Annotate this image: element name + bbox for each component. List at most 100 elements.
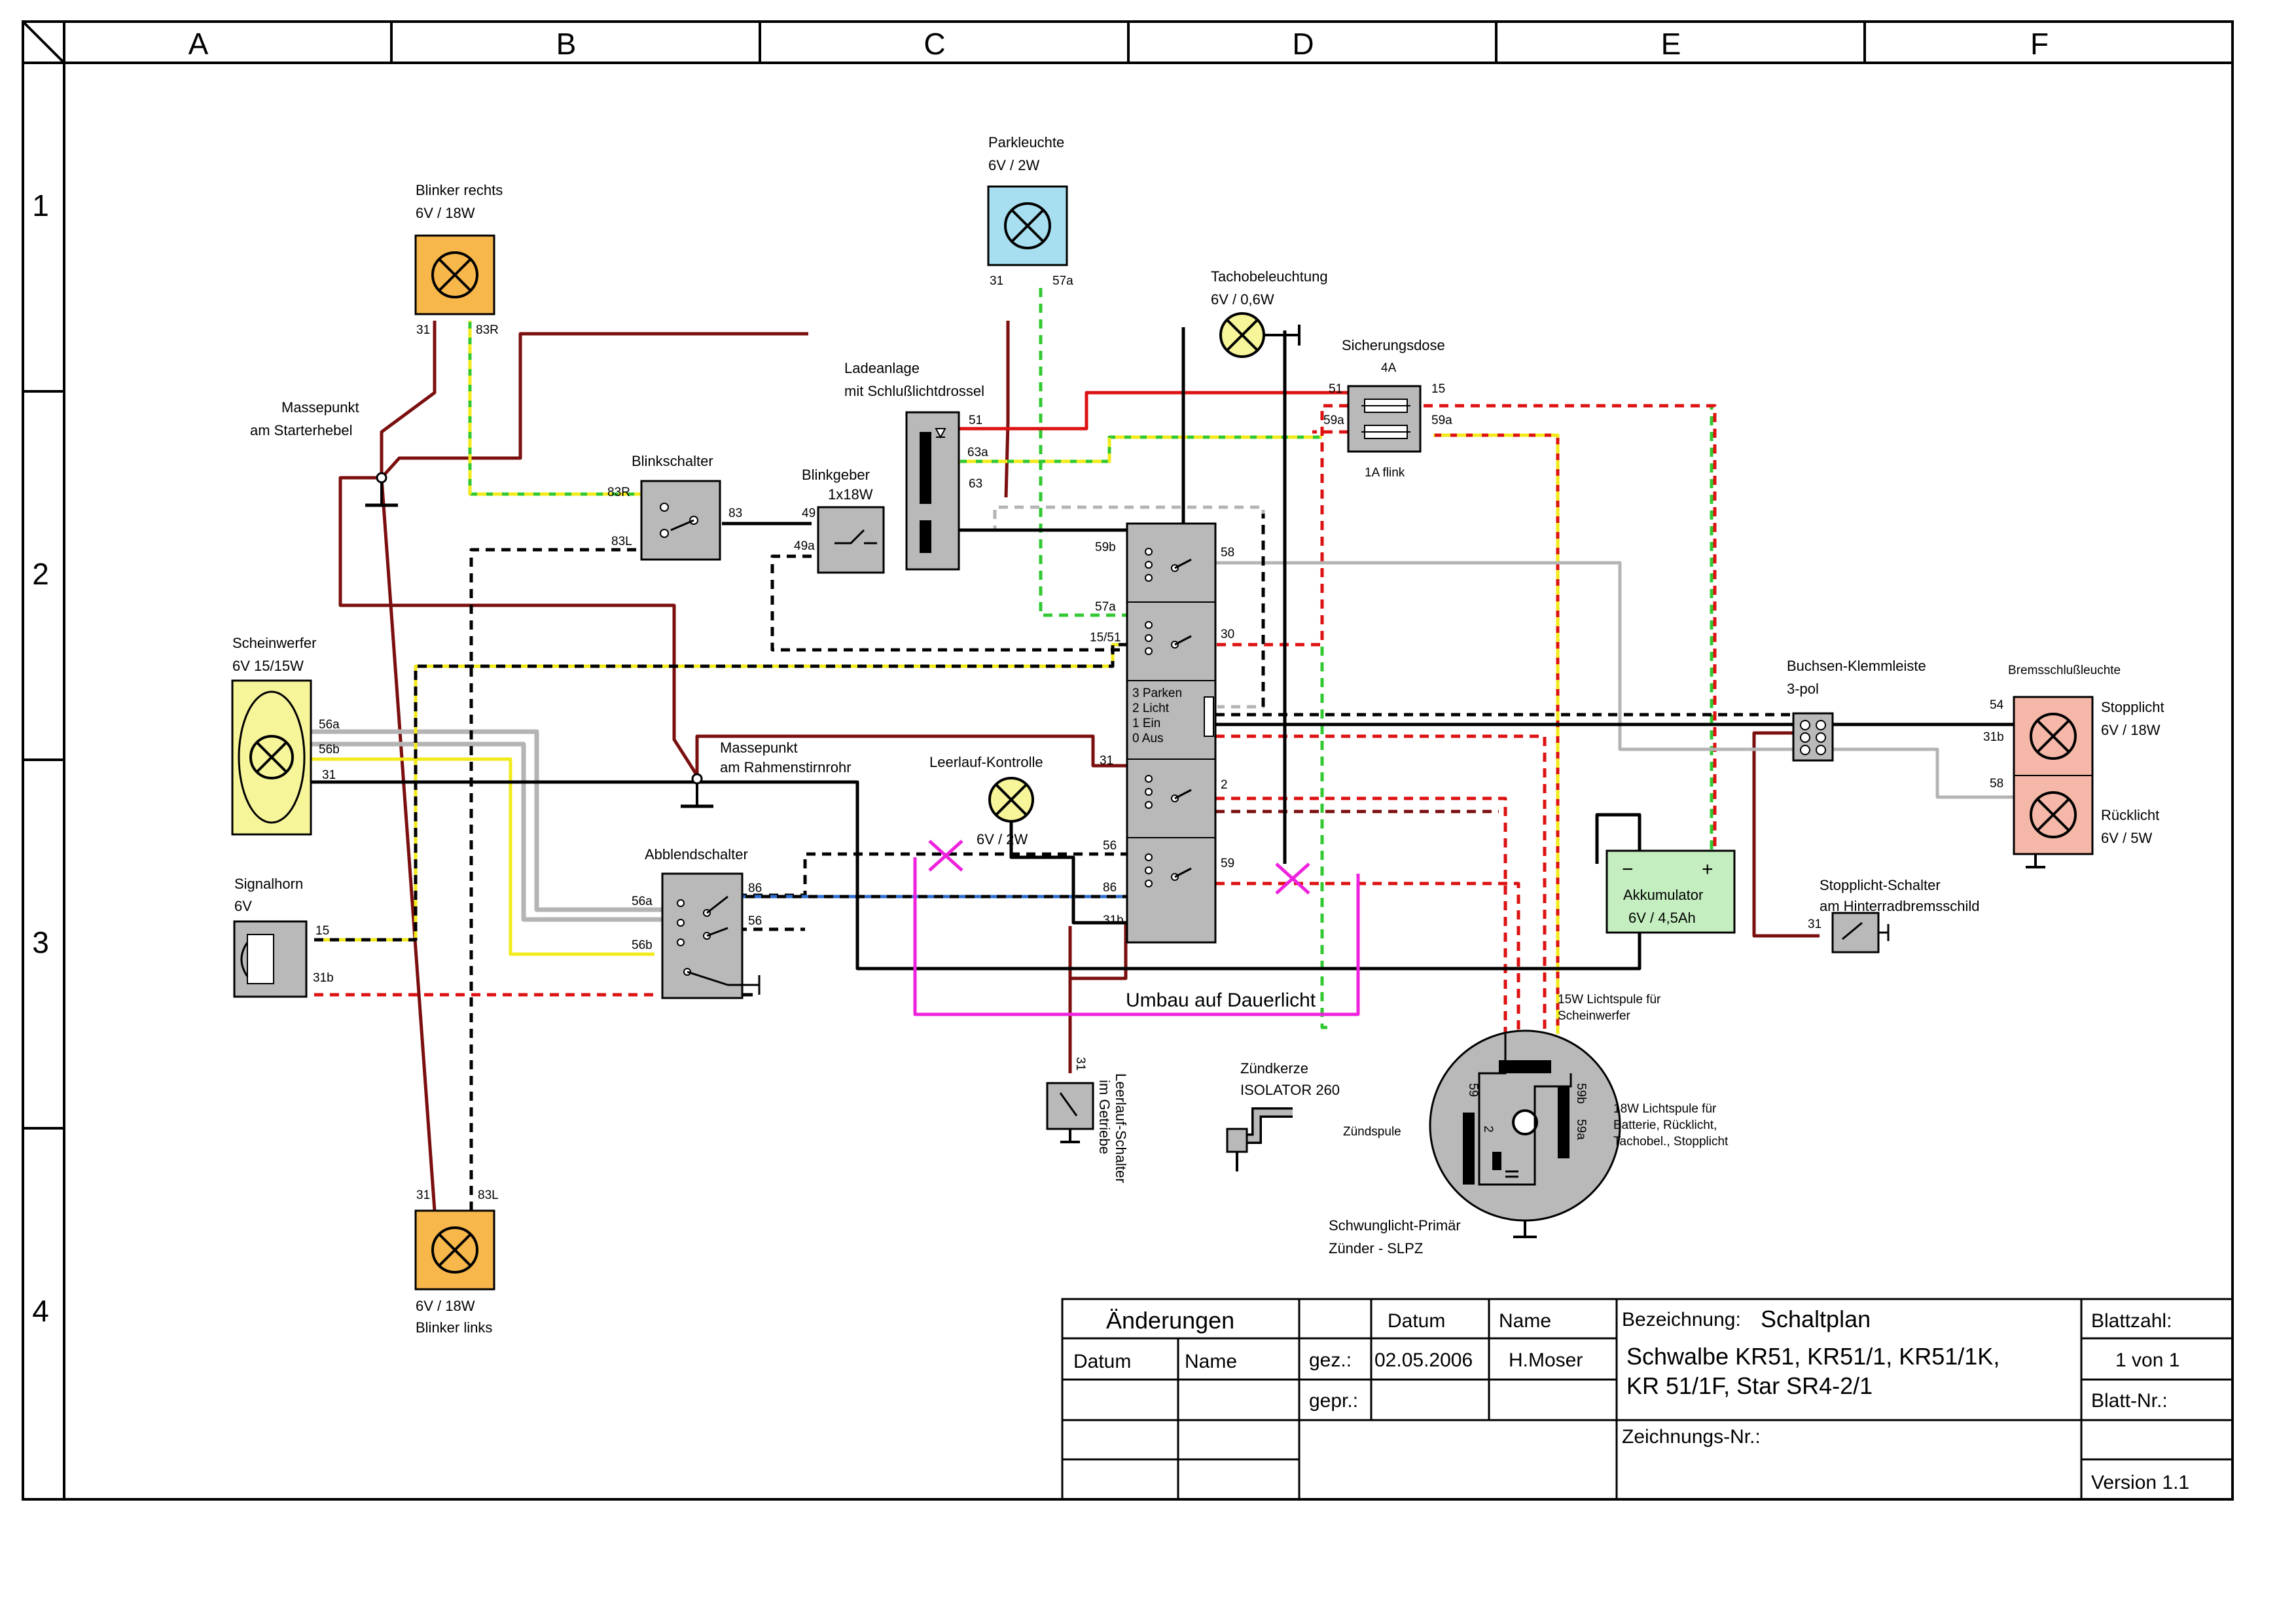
stopplicht-rating: 6V / 18W [2101,722,2161,738]
umbau-label: Umbau auf Dauerlicht [1126,990,1316,1011]
aenderungen-name-col: Name [1185,1351,1237,1372]
pin-label: 58 [1990,777,2003,791]
pin-label: 56a [632,895,653,908]
signalhorn-label: Signalhorn [234,876,303,892]
gez-label: gez.: [1309,1349,1352,1371]
ladeanlage-label: Ladeanlage [844,360,920,376]
schwunglicht-sub: Zünder - SLPZ [1329,1240,1423,1257]
switch-position: 1 Ein [1132,717,1160,730]
removed-connection-marks [928,840,1310,895]
schwunglicht-label: Schwunglicht-Primär [1329,1217,1461,1234]
grid-row-3: 3 [32,925,49,959]
grid-col-e: E [1661,27,1681,61]
pin-label: 63 [969,477,982,491]
ladeanlage-sub: mit Schlußlichtdrossel [844,383,984,399]
lamp-icon [431,251,478,298]
wires [309,288,2014,1211]
massepunkt-starter-sub: am Starterhebel [250,422,353,438]
scheinwerfer-label: Scheinwerfer [232,635,316,651]
grid-row-2: 2 [32,557,49,591]
grid-col-a: A [188,27,209,61]
signalhorn: Signalhorn 6V 15 31b [233,876,334,998]
akkumulator-label: Akkumulator [1623,887,1703,903]
blinkgeber-label: Blinkgeber [802,467,870,483]
blinkgeber: Blinkgeber 1x18W 49 49a [794,467,885,574]
pin-label: 49 [802,507,816,520]
leerlauf-schalter-sub: im Getriebe [1096,1080,1113,1154]
blinker-rechts-label: Blinker rechts [416,182,503,198]
wire-black-yellow [314,643,1127,942]
stopplicht-label: Stopplicht [2101,699,2164,715]
pin-label: 31b [1103,914,1124,927]
fuse-rating: 4A [1381,361,1397,375]
blinker-rechts-rating: 6V / 18W [416,205,475,221]
blinker-links-rating: 6V / 18W [416,1298,475,1314]
schwunglicht-zuender: 59 59b 59a 2 Zündspule 15W Lichtspule fü… [1329,993,1729,1257]
name-header: Name [1499,1310,1551,1332]
pin-label: 30 [1221,628,1234,641]
tacho-label: Tachobeleuchtung [1211,268,1328,285]
pin-label: 31 [1100,754,1113,768]
switch-position: 3 Parken [1132,687,1182,700]
stopplicht-schalter: Stopplicht-Schalter am Hinterradbremssch… [1808,877,1980,954]
gez-name: H.Moser [1509,1349,1583,1371]
title-block-text: Änderungen Datum Name Datum Name gez.: 0… [1073,1306,2189,1493]
klemmleiste-label: Buchsen-Klemmleiste [1787,658,1926,674]
pin-label: 56 [748,914,762,928]
pin-label: 31 [416,323,430,337]
klemmleiste-sub: 3-pol [1787,681,1819,697]
akkumulator-rating: 6V / 4,5Ah [1628,910,1696,926]
parkleuchte-rating: 6V / 2W [988,157,1039,173]
zuendspule-label: Zündspule [1343,1125,1401,1139]
gez-date: 02.05.2006 [1374,1349,1473,1371]
switch-contacts [1145,548,1179,887]
leerlauf-schalter: 31 Leerlauf-Schalter im Getriebe [1046,1057,1129,1183]
pin-label: 31 [1808,918,1821,931]
blinker-rechts: Blinker rechts 6V / 18W 31 83R [414,182,503,337]
lichtspule-18w-sub2: Tachobel., Stopplicht [1613,1135,1729,1149]
massepunkt-rahmen-sub: am Rahmenstirnrohr [720,759,852,776]
parkleuchte: Parkleuchte 6V / 2W 31 57a [987,134,1073,288]
ruecklicht-label: Rücklicht [2101,807,2159,823]
massepunkt-starter-label: Massepunkt [281,399,359,416]
leerlauf-schalter-label: Leerlauf-Schalter [1113,1073,1129,1183]
lamp-icon [2030,713,2077,760]
wire-red [314,391,1833,1034]
minus-icon: − [1622,859,1634,880]
title-block [1061,1298,2234,1501]
sicherungsdose-label: Sicherungsdose [1342,337,1445,353]
ruecklicht-rating: 6V / 5W [2101,830,2152,846]
pin-label: 83 [728,507,742,520]
ladeanlage: Ladeanlage mit Schlußlichtdrossel 51 63a… [844,360,988,571]
blattnr-label: Blatt-Nr.: [2091,1390,2168,1412]
bezeichnung-value: Schaltplan [1761,1306,1871,1332]
pin-label: 83R [476,323,499,337]
pin-label: 2 [1481,1126,1495,1133]
lichtspule-15w-label: 15W Lichtspule für [1558,993,1661,1007]
massepunkt-rahmen-label: Massepunkt [720,740,798,756]
pin-label: 83R [607,486,630,499]
bezeichnung-label: Bezeichnung: [1622,1309,1741,1330]
zeichnungsnr-label: Zeichnungs-Nr.: [1622,1426,1761,1448]
pin-label: 58 [1221,546,1234,560]
pin-label: 15/51 [1090,631,1121,645]
bezeichnung-line1: Schwalbe KR51, KR51/1, KR51/1K, [1626,1343,2000,1370]
tachobeleuchtung: Tachobeleuchtung 6V / 0,6W [1211,268,1328,358]
grid-labels: A B C D E F 1 2 3 4 [32,27,2049,1328]
abblendschalter-label: Abblendschalter [645,846,748,863]
lamp-icon [431,1226,478,1274]
pin-label: 31b [313,971,334,985]
akkumulator: − + Akkumulator 6V / 4,5Ah [1605,849,1736,934]
aenderungen-datum-col: Datum [1073,1351,1131,1372]
bremsschlussleuchte: Bremsschlußleuchte Stopplicht 6V / 18W R… [1983,664,2164,868]
blinker-links-label: Blinker links [416,1319,492,1336]
datum-header: Datum [1388,1310,1445,1332]
pin-label: 31 [322,768,336,782]
pin-label: 63a [967,446,988,459]
lichtspule-15w-sub: Scheinwerfer [1558,1009,1631,1023]
pin-label: 59b [1095,541,1116,554]
pin-label: 59 [1466,1083,1480,1097]
grid-row-4: 4 [32,1294,49,1328]
leerlauf-kontrolle-rating: 6V / 2W [977,831,1028,847]
